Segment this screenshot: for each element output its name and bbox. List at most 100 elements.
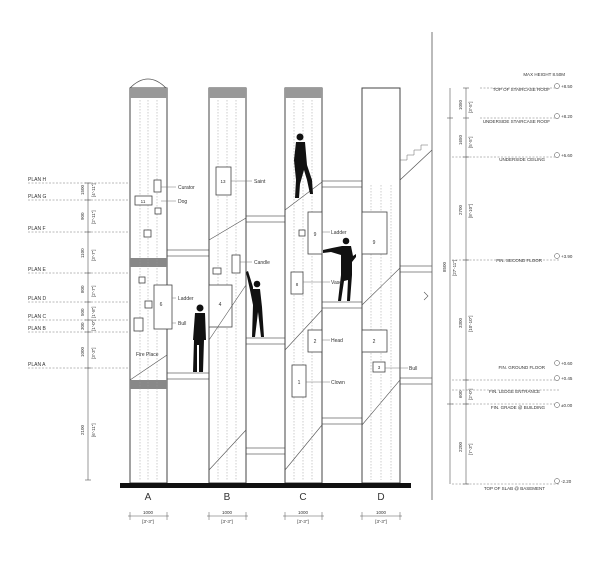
col-c-width: 1000 — [298, 510, 309, 515]
col-d-width-imp: [3'-3"] — [375, 519, 386, 524]
level-max-height: MAX HEIGHT 8.50M — [523, 72, 565, 77]
box-b2-number: 4 — [219, 302, 222, 308]
label-vase: Vase — [331, 280, 342, 286]
label-saint: Saint — [254, 179, 266, 185]
plan-dim-8: 2100 — [80, 424, 85, 435]
column-c-letter: C — [299, 492, 306, 503]
plan-dim-4-imp: [2'-7"] — [91, 286, 96, 297]
box-c1-number: 9 — [314, 232, 317, 238]
level-basement-label: TOP OF SLAB @ BASEMENT — [484, 486, 545, 491]
column-d: 9 2 3 — [361, 87, 433, 484]
column-b: 13 4 — [208, 87, 247, 484]
plan-a-label: PLAN A — [28, 362, 46, 368]
level-dim-total: 8500 — [442, 261, 447, 272]
plan-h-label: PLAN H — [28, 177, 46, 183]
plan-dim-2: 900 — [80, 212, 85, 220]
col-a-width: 1000 — [143, 510, 154, 515]
level-grade-label: FIN. GRADE @ BUILDING — [491, 405, 546, 410]
person-pointing-icon — [323, 237, 356, 301]
box-d2-number: 2 — [373, 339, 376, 345]
column-d-letter: D — [377, 492, 384, 503]
level-dim-3-imp: [8'-10"] — [468, 204, 473, 218]
plan-dim-7: 1000 — [80, 346, 85, 357]
label-candle: Candle — [254, 260, 270, 266]
level-grade-value: ±0.00 — [561, 403, 573, 408]
level-dim-4-imp: [10'-10"] — [468, 316, 473, 332]
label-fire-place: Fire Place — [136, 352, 159, 358]
level-ledge-label: FIN. LEDGE ENTRANCE — [489, 389, 540, 394]
plan-dim-2-imp: [2'-11"] — [91, 210, 96, 224]
object-labels: Curator Dog Saint Ladder Candle Ladder V… — [136, 179, 417, 386]
box-c4-number: 1 — [298, 380, 301, 386]
label-ladder-c: Ladder — [331, 230, 347, 236]
label-bull-a: Bull — [178, 321, 186, 327]
person-reaching-icon — [246, 271, 264, 337]
box-a1-number: 11 — [141, 199, 146, 204]
plan-d-label: PLAN D — [28, 296, 46, 302]
level-annotations: MAX HEIGHT 8.50M TOP OF STAIRCASE ROOF +… — [442, 72, 573, 491]
person-standing-icon — [193, 304, 206, 372]
floor-lines — [167, 180, 432, 455]
box-a2-number: 6 — [160, 302, 163, 308]
col-b-width-imp: [3'-3"] — [221, 519, 232, 524]
level-staircase-roof-label: TOP OF STAIRCASE ROOF — [493, 87, 551, 92]
plan-e-label: PLAN E — [28, 267, 46, 273]
plan-c-label: PLAN C — [28, 314, 46, 320]
label-dog: Dog — [178, 199, 187, 205]
level-second-floor-value: +3.90 — [561, 254, 573, 259]
col-b-width: 1000 — [222, 510, 233, 515]
plan-dim-5-imp: [1'-8"] — [91, 307, 96, 318]
level-staircase-roof-value: +8.50 — [561, 84, 573, 89]
level-ground-floor-label: FIN. GROUND FLOOR — [498, 365, 545, 370]
plan-dim-1: 1500 — [80, 184, 85, 195]
level-underside-ceiling-label: UNDERSIDE CEILING — [499, 157, 545, 162]
label-ladder-a: Ladder — [178, 296, 194, 302]
level-dim-6: 2200 — [458, 441, 463, 452]
level-dim-2: 1650 — [458, 134, 463, 145]
label-clown: Clown — [331, 380, 345, 386]
level-underside-ceiling-value: +6.60 — [561, 153, 573, 158]
level-dim-total-imp: [27'-11"] — [452, 260, 457, 276]
level-underside-roof-label: UNDERSIDE STAIRCASE ROOF — [483, 119, 550, 124]
human-figures — [193, 133, 356, 372]
level-ledge-value: +0.45 — [561, 376, 573, 381]
box-d3-number: 3 — [378, 365, 381, 370]
level-ground-floor-value: +0.60 — [561, 361, 573, 366]
person-climbing-icon — [294, 133, 313, 198]
plan-dim-3-imp: [3'-7"] — [91, 250, 96, 261]
column-letters: A B C D — [145, 492, 385, 503]
level-dim-5: 600 — [458, 390, 463, 398]
level-dim-3: 2700 — [458, 204, 463, 215]
level-second-floor-label: FIN. SECOND FLOOR — [496, 258, 543, 263]
ground-slab — [120, 483, 411, 488]
level-dim-4: 3300 — [458, 317, 463, 328]
level-dim-5-imp: [2'-0"] — [468, 389, 473, 400]
column-a: 11 6 — [129, 78, 173, 484]
box-c3-number: 2 — [314, 339, 317, 345]
plan-dim-1-imp: [4'-11"] — [91, 183, 96, 197]
plan-dim-6-imp: [1'-0"] — [91, 320, 96, 331]
level-underside-roof-value: +8.20 — [561, 114, 573, 119]
level-dim-6-imp: [7'-3"] — [468, 444, 473, 455]
label-bull-d: Bull — [409, 366, 417, 372]
plan-dim-5: 500 — [80, 308, 85, 316]
box-c2-number: 8 — [296, 282, 299, 287]
column-width-dims: 1000 [3'-3"] 1000 [3'-3"] 1000 [3'-3"] 1… — [128, 510, 402, 524]
column-b-letter: B — [224, 492, 231, 503]
col-d-width: 1000 — [376, 510, 387, 515]
label-head: Head — [331, 338, 343, 344]
box-b1-number: 13 — [220, 179, 226, 184]
plan-dim-3: 1100 — [80, 248, 85, 258]
box-d1-number: 9 — [373, 240, 376, 246]
col-a-width-imp: [3'-3"] — [142, 519, 153, 524]
label-curator: Curator — [178, 185, 195, 191]
plan-dim-7-imp: [3'-3"] — [91, 348, 96, 359]
column-c: 9 8 2 1 — [284, 87, 323, 484]
plan-dim-4: 800 — [80, 285, 85, 293]
col-c-width-imp: [3'-3"] — [297, 519, 308, 524]
plan-dim-6: 300 — [80, 322, 85, 330]
level-dim-1-imp: [3'-5"] — [468, 102, 473, 113]
level-dim-2-imp: [5'-5"] — [468, 137, 473, 148]
plan-g-label: PLAN G — [28, 194, 46, 200]
